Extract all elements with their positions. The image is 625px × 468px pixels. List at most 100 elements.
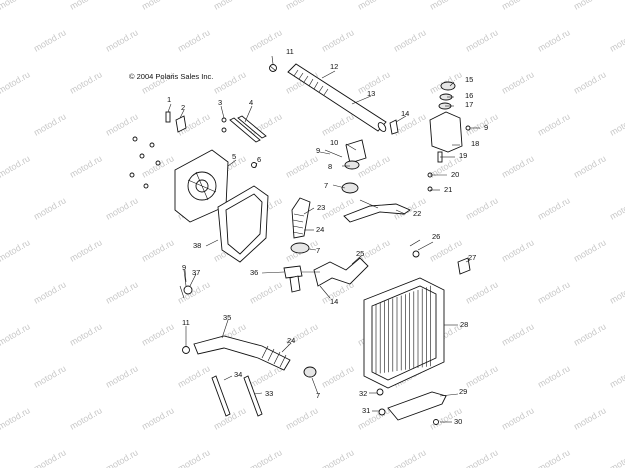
callout-2: 2 bbox=[181, 103, 185, 112]
watermark-text: motod.ru bbox=[536, 363, 572, 389]
part-tee-fitting bbox=[283, 265, 303, 293]
callout-16: 16 bbox=[465, 91, 473, 100]
watermark-text: motod.ru bbox=[0, 405, 32, 431]
watermark-text: motod.ru bbox=[176, 27, 212, 53]
watermark-text: motod.ru bbox=[0, 321, 32, 347]
callout-14b: 14 bbox=[330, 297, 338, 306]
part-left-hardware bbox=[129, 111, 257, 189]
callout-18: 18 bbox=[471, 139, 479, 148]
callout-9a: 9 bbox=[316, 146, 320, 155]
callout-19: 19 bbox=[459, 151, 467, 160]
callout-4: 4 bbox=[249, 98, 253, 107]
watermark-text: motod.ru bbox=[284, 0, 320, 12]
watermark-text: motod.ru bbox=[32, 195, 68, 221]
watermark-text: motod.ru bbox=[500, 0, 536, 12]
watermark-text: motod.ru bbox=[464, 27, 500, 53]
part-rods-33-34 bbox=[211, 375, 263, 417]
watermark-text: motod.ru bbox=[68, 153, 104, 179]
watermark-text: motod.ru bbox=[608, 27, 625, 53]
part-thermo-screw bbox=[324, 149, 343, 158]
part-thermostat-housing bbox=[341, 139, 367, 194]
watermark-text: motod.ru bbox=[500, 153, 536, 179]
part-bolts-3 bbox=[221, 117, 227, 133]
watermark-text: motod.ru bbox=[572, 69, 608, 95]
watermark-text: motod.ru bbox=[0, 0, 32, 12]
watermark-text: motod.ru bbox=[572, 0, 608, 12]
callout-1: 1 bbox=[167, 95, 171, 104]
watermark-text: motod.ru bbox=[320, 27, 356, 53]
callout-37: 37 bbox=[192, 268, 200, 277]
part-fan-shroud bbox=[174, 149, 229, 223]
watermark-text: motod.ru bbox=[464, 363, 500, 389]
watermark-text: motod.ru bbox=[356, 0, 392, 12]
watermark-text: motod.ru bbox=[608, 363, 625, 389]
watermark-text: motod.ru bbox=[140, 237, 176, 263]
watermark-text: motod.ru bbox=[500, 405, 536, 431]
callout-11a: 11 bbox=[286, 47, 294, 56]
part-hose-23 bbox=[290, 197, 311, 254]
watermark-text: motod.ru bbox=[68, 0, 104, 12]
watermark-text: motod.ru bbox=[32, 27, 68, 53]
watermark-text: motod.ru bbox=[536, 447, 572, 468]
part-bracket-small bbox=[389, 119, 399, 135]
callout-33: 33 bbox=[265, 389, 273, 398]
watermark-text: motod.ru bbox=[104, 111, 140, 137]
watermark-text: motod.ru bbox=[464, 111, 500, 137]
watermark-text: motod.ru bbox=[104, 279, 140, 305]
callout-31: 31 bbox=[362, 406, 370, 415]
watermark-text: motod.ru bbox=[536, 111, 572, 137]
callout-23: 23 bbox=[317, 203, 325, 212]
callout-21: 21 bbox=[444, 185, 452, 194]
watermark-text: motod.ru bbox=[140, 321, 176, 347]
callout-12: 12 bbox=[330, 62, 338, 71]
part-radiator bbox=[363, 277, 445, 389]
callout-28: 28 bbox=[460, 320, 468, 329]
callout-24b: 24 bbox=[287, 336, 295, 345]
callout-7c: 7 bbox=[316, 391, 320, 400]
watermark-text: motod.ru bbox=[140, 405, 176, 431]
watermark-text: motod.ru bbox=[608, 279, 625, 305]
watermark-text: motod.ru bbox=[140, 153, 176, 179]
watermark-text: motod.ru bbox=[608, 447, 625, 468]
watermark-text: motod.ru bbox=[176, 363, 212, 389]
callout-10: 10 bbox=[330, 138, 338, 147]
watermark-text: motod.ru bbox=[392, 111, 428, 137]
part-upper-coolant-hose bbox=[287, 63, 387, 132]
watermark-text: motod.ru bbox=[428, 237, 464, 263]
watermark-text: motod.ru bbox=[212, 69, 248, 95]
watermark-text: motod.ru bbox=[536, 27, 572, 53]
callout-8: 8 bbox=[328, 162, 332, 171]
part-clamp-top bbox=[269, 64, 277, 72]
callout-6: 6 bbox=[257, 155, 261, 164]
callout-17: 17 bbox=[465, 100, 473, 109]
watermark-text: motod.ru bbox=[428, 0, 464, 12]
callout-35: 35 bbox=[223, 313, 231, 322]
watermark-text: motod.ru bbox=[284, 405, 320, 431]
watermark-text: motod.ru bbox=[32, 111, 68, 137]
part-clamp-37 bbox=[179, 285, 193, 299]
watermark-text: motod.ru bbox=[608, 111, 625, 137]
callout-5: 5 bbox=[232, 152, 236, 161]
watermark-text: motod.ru bbox=[0, 153, 32, 179]
watermark-text: motod.ru bbox=[104, 195, 140, 221]
callout-20: 20 bbox=[451, 170, 459, 179]
callout-38: 38 bbox=[193, 241, 201, 250]
callout-32: 32 bbox=[359, 389, 367, 398]
callout-26: 26 bbox=[432, 232, 440, 241]
watermark-text: motod.ru bbox=[68, 405, 104, 431]
watermark-text: motod.ru bbox=[608, 195, 625, 221]
watermark-text: motod.ru bbox=[140, 0, 176, 12]
callout-7a: 7 bbox=[324, 181, 328, 190]
part-bracket-22 bbox=[343, 199, 411, 223]
watermark-text: motod.ru bbox=[500, 237, 536, 263]
watermark-text: motod.ru bbox=[68, 321, 104, 347]
callout-34: 34 bbox=[234, 370, 242, 379]
callout-22: 22 bbox=[413, 209, 421, 218]
watermark-text: motod.ru bbox=[572, 321, 608, 347]
callout-11b: 11 bbox=[182, 318, 190, 327]
watermark-text: motod.ru bbox=[464, 195, 500, 221]
part-lower-bracket bbox=[376, 388, 447, 425]
callout-24a: 24 bbox=[316, 225, 324, 234]
watermark-text: motod.ru bbox=[392, 447, 428, 468]
